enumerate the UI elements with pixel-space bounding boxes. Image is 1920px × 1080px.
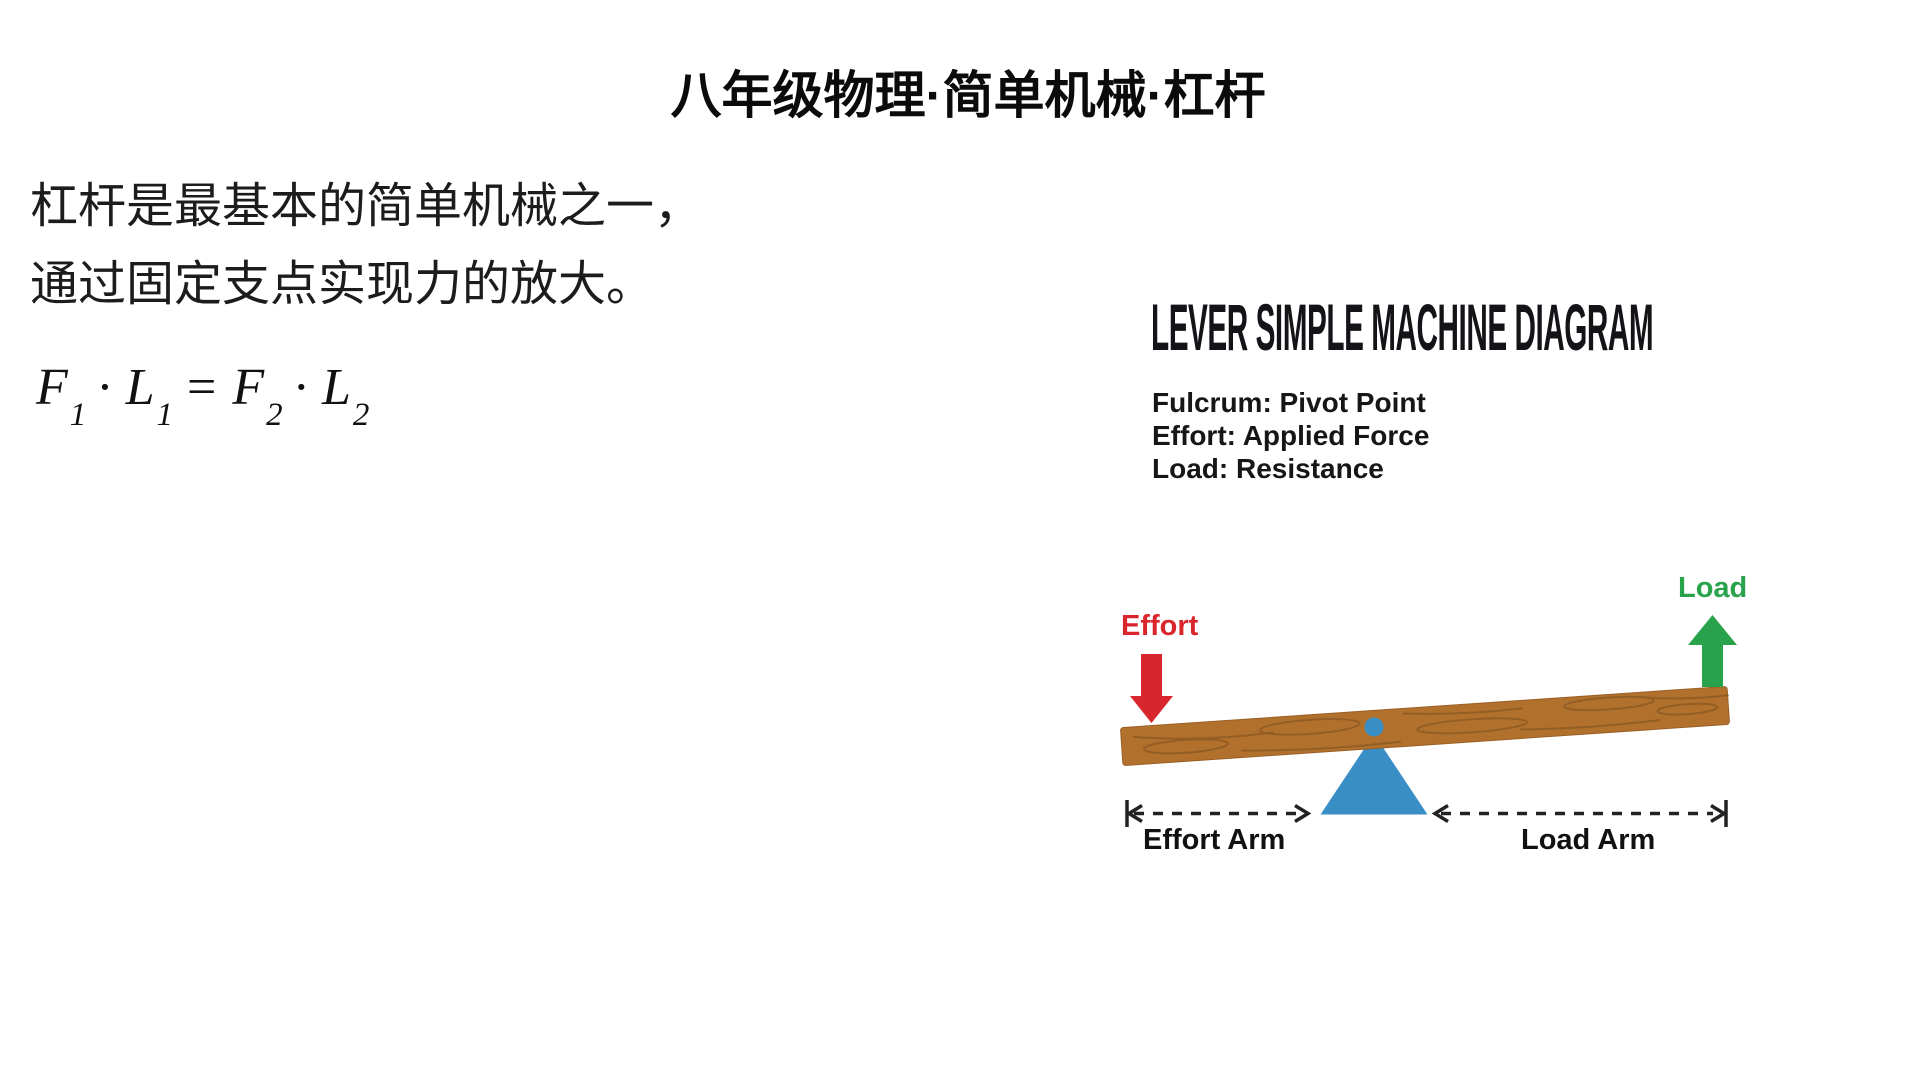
intro-line-1: 杠杆是最基本的简单机械之一，: [30, 180, 703, 233]
diagram-title: LEVER SIMPLE MACHINE DIAGRAM: [1151, 290, 1654, 364]
effort-arrow: [1130, 654, 1173, 723]
load-label: Load: [1678, 572, 1748, 604]
formula-dot-operator: ·: [96, 359, 114, 416]
formula-var: L: [321, 359, 351, 416]
formula-subscript: 1: [69, 397, 87, 434]
intro-paragraph: 杠杆是最基本的简单机械之一， 通过固定支点实现力的放大。: [30, 168, 702, 324]
legend-load: Load: Resistance: [1152, 453, 1384, 484]
legend-fulcrum: Fulcrum: Pivot Point: [1152, 387, 1426, 418]
intro-line-2: 通过固定支点实现力的放大。: [30, 258, 655, 311]
fulcrum-triangle: [1320, 734, 1428, 815]
formula-var: F: [232, 359, 265, 416]
lever-formula: F1·L1=F2·L2: [36, 348, 369, 432]
legend-effort: Effort: Applied Force: [1152, 420, 1430, 451]
effort-label: Effort: [1121, 610, 1199, 642]
load-arm-label: Load Arm: [1521, 824, 1656, 856]
formula-subscript: 2: [352, 397, 370, 434]
load-arm-dimension: [1431, 800, 1728, 827]
page-title: 八年级物理·简单机械·杠杆: [670, 67, 1266, 124]
pivot-dot: [1364, 717, 1384, 737]
formula-var: F: [36, 359, 68, 416]
lever-plank: [1120, 686, 1730, 766]
formula-dot-operator: ·: [292, 359, 310, 416]
effort-arm-label: Effort Arm: [1143, 824, 1286, 856]
load-arrow: [1688, 615, 1737, 687]
formula-equals: =: [187, 359, 217, 416]
effort-arm-dimension: [1125, 800, 1312, 827]
diagram-legend: Fulcrum: Pivot Point Effort: Applied For…: [1152, 386, 1429, 485]
dimension-lines: [1125, 800, 1728, 827]
formula-var: L: [125, 359, 155, 416]
wood-grain: [1132, 694, 1729, 755]
formula-subscript: 2: [266, 397, 283, 434]
formula-subscript: 1: [156, 397, 174, 434]
